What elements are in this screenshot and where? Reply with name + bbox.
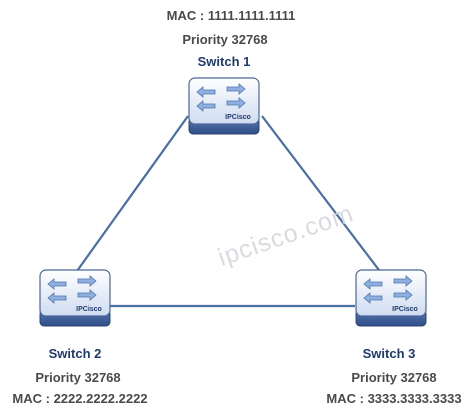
switch-1-priority: Priority 32768 bbox=[182, 32, 268, 47]
links bbox=[71, 115, 386, 308]
switch-1-mac: MAC : 1111.1111.1111 bbox=[166, 8, 296, 23]
switch-2-icon[interactable]: IPCisco bbox=[39, 269, 111, 327]
switch-2-mac: MAC : 2222.2222.2222 bbox=[12, 391, 148, 406]
switch-1-icon[interactable]: IPCisco bbox=[188, 77, 260, 135]
link-switch1-switch2 bbox=[71, 115, 189, 279]
switch-1-badge: IPCisco bbox=[225, 114, 251, 121]
switch-3-priority: Priority 32768 bbox=[351, 370, 437, 385]
switch-2-badge: IPCisco bbox=[76, 306, 102, 313]
switch-2-name: Switch 2 bbox=[48, 346, 102, 361]
switch-3-mac: MAC : 3333.3333.3333 bbox=[326, 391, 462, 406]
switch-1-name: Switch 1 bbox=[197, 54, 251, 69]
switch-3-icon[interactable]: IPCisco bbox=[355, 269, 427, 327]
switch-3-badge: IPCisco bbox=[392, 306, 418, 313]
switch-2-priority: Priority 32768 bbox=[35, 370, 121, 385]
link-switch1-switch3 bbox=[261, 115, 386, 279]
switch-3-name: Switch 3 bbox=[362, 346, 416, 361]
